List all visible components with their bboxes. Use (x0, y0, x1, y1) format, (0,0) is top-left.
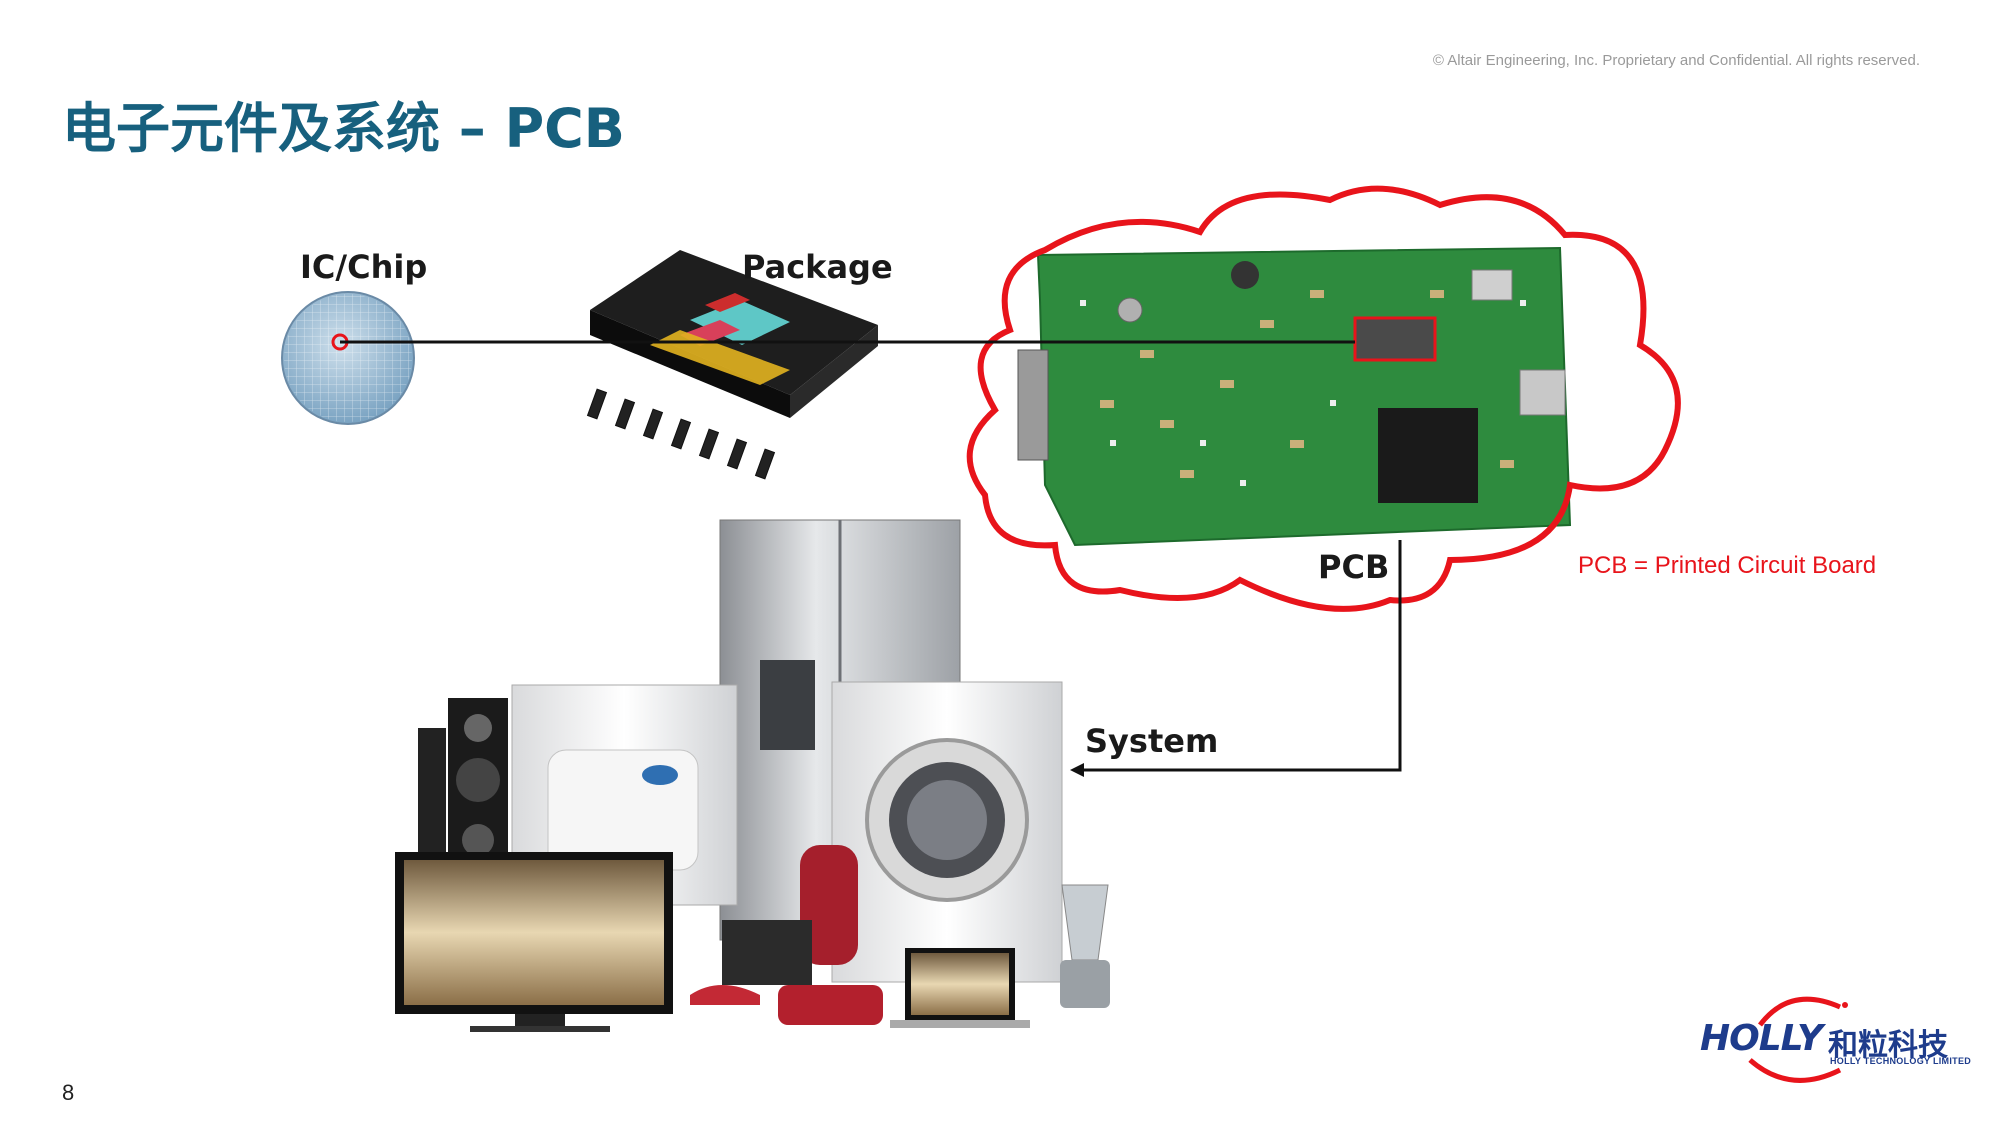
logo-subtitle: HOLLY TECHNOLOGY LIMITED (1830, 1056, 1972, 1066)
appliances-image (395, 519, 1110, 1032)
logo-chinese-name: 和粒科技 (1828, 1028, 1948, 1063)
copyright-notice: © Altair Engineering, Inc. Proprietary a… (1432, 52, 1920, 69)
package-label: Package (742, 248, 893, 286)
ic-chip-label: IC/Chip (300, 248, 428, 286)
page-title: 电子元件及系统 – PCB (62, 97, 625, 160)
connector-lines (340, 340, 1402, 772)
logo-wordmark: HOLLY (1700, 1018, 1823, 1059)
pcb-label: PCB (1318, 548, 1390, 586)
wafer-image (281, 291, 415, 425)
pcb-board-image (1017, 246, 1572, 547)
package-chip-image (586, 250, 878, 480)
pcb-highlight-cloud (966, 185, 1681, 612)
system-label: System (1085, 722, 1219, 760)
system-arrow-head (1070, 763, 1084, 777)
holly-logo-swoosh (1748, 996, 1848, 1083)
page-number: 8 (62, 1080, 75, 1105)
pcb-definition: PCB = Printed Circuit Board (1578, 552, 1877, 579)
